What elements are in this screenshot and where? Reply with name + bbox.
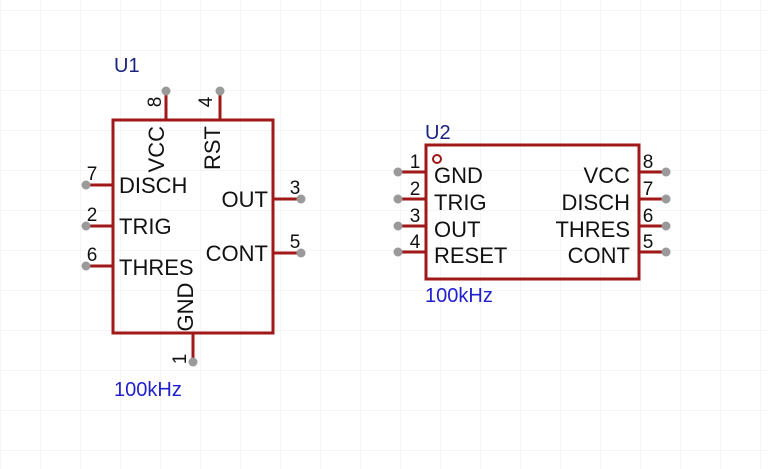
u1-pin-7-endpoint[interactable] xyxy=(81,180,91,190)
u2-pin-1-name: GND xyxy=(434,163,483,188)
u1-pin-8-number: 8 xyxy=(145,97,166,108)
u2-pin-6-number: 6 xyxy=(643,206,654,227)
u2-pin-1-endpoint[interactable] xyxy=(393,167,403,177)
u2-pin-6-endpoint[interactable] xyxy=(661,221,671,231)
u2-pin-7-endpoint[interactable] xyxy=(661,194,671,204)
u1-pin-7[interactable]: 7 DISCH xyxy=(81,164,188,198)
u2-pin-4-name: RESET xyxy=(434,243,507,268)
u1-pin-3-endpoint[interactable] xyxy=(296,194,306,204)
u1-pin-1[interactable]: 1 GND xyxy=(170,283,198,367)
u1-pin-3[interactable]: 3 OUT xyxy=(222,178,306,212)
u2-pin-4-number: 4 xyxy=(410,232,421,253)
u1-pin-5-name: CONT xyxy=(206,241,268,266)
u2-pin-3-number: 3 xyxy=(410,206,421,227)
u1-pin-1-name: GND xyxy=(173,283,198,332)
u1-pin-4-number: 4 xyxy=(196,96,217,107)
u1-pin-5-number: 5 xyxy=(290,232,301,253)
u1-pin-6-name: THRES xyxy=(119,255,194,280)
u2-pin-2-number: 2 xyxy=(410,179,421,200)
u2-body[interactable] xyxy=(424,143,641,281)
u1-pin-4-endpoint[interactable] xyxy=(215,86,225,96)
u2-pin-2[interactable]: 2 TRIG xyxy=(393,179,487,215)
u1-pin-8-name: VCC xyxy=(144,126,169,173)
u1-pin-5[interactable]: 5 CONT xyxy=(206,232,306,266)
u1-pin-2-endpoint[interactable] xyxy=(81,221,91,231)
u2-pin-8-number: 8 xyxy=(643,152,654,173)
u2-pin-5-endpoint[interactable] xyxy=(661,247,671,257)
u1-pin-2-number: 2 xyxy=(87,205,98,226)
u2-pin-7[interactable]: 7 DISCH xyxy=(562,179,671,215)
u1-pin-3-number: 3 xyxy=(290,178,301,199)
u2-designator: U2 xyxy=(425,122,451,144)
u2-pin-1[interactable]: 1 GND xyxy=(393,152,483,188)
u2-pin-7-name: DISCH xyxy=(562,190,630,215)
u1-pin-8[interactable]: 8 VCC xyxy=(144,86,171,173)
u2-pin-6-name: THRES xyxy=(555,217,630,242)
u1-pin-4[interactable]: 4 RST xyxy=(196,86,225,171)
u2-pin-4-endpoint[interactable] xyxy=(393,247,403,257)
u2-pin-5-number: 5 xyxy=(643,232,654,253)
u2-pin-2-name: TRIG xyxy=(434,190,487,215)
component-u1[interactable]: U1 8 VCC 4 RST 7 DISCH 2 TRIG xyxy=(81,55,306,401)
u2-pin-5-name: CONT xyxy=(568,243,630,268)
u1-pin-7-number: 7 xyxy=(87,164,98,185)
u1-pin-4-name: RST xyxy=(200,126,225,170)
u2-pin-1-number: 1 xyxy=(410,152,421,173)
component-u2[interactable]: U2 1 GND 2 TRIG 3 OUT 4 RESET xyxy=(393,122,671,307)
u2-pin-4[interactable]: 4 RESET xyxy=(393,232,508,268)
u2-pin-3-endpoint[interactable] xyxy=(393,221,403,231)
u2-pin-2-endpoint[interactable] xyxy=(393,194,403,204)
u1-pin-2[interactable]: 2 TRIG xyxy=(81,205,172,239)
u2-pin-8-endpoint[interactable] xyxy=(661,167,671,177)
u1-designator: U1 xyxy=(114,55,140,77)
u1-pin-6-endpoint[interactable] xyxy=(81,261,91,271)
u1-pin-2-name: TRIG xyxy=(119,214,172,239)
u2-pin-5[interactable]: 5 CONT xyxy=(568,232,671,268)
u1-pin-1-number: 1 xyxy=(170,354,191,365)
u1-pin-6[interactable]: 6 THRES xyxy=(81,245,194,280)
u1-pin-1-endpoint[interactable] xyxy=(188,357,198,367)
u1-pin-8-endpoint[interactable] xyxy=(161,86,171,96)
u2-pin1-marker xyxy=(432,154,442,164)
u2-pin-7-number: 7 xyxy=(643,179,654,200)
u2-pin-8-name: VCC xyxy=(584,163,631,188)
u1-value: 100kHz xyxy=(114,379,182,401)
u2-pin-6[interactable]: 6 THRES xyxy=(555,206,671,242)
u2-pin-8[interactable]: 8 VCC xyxy=(584,152,671,188)
u1-pin-6-number: 6 xyxy=(87,245,98,266)
u2-pin-3[interactable]: 3 OUT xyxy=(393,206,481,242)
u2-pin-3-name: OUT xyxy=(434,217,480,242)
u1-pin-5-endpoint[interactable] xyxy=(296,248,306,258)
u1-pin-7-name: DISCH xyxy=(119,173,187,198)
u2-value: 100kHz xyxy=(425,285,493,307)
u1-pin-3-name: OUT xyxy=(222,187,268,212)
